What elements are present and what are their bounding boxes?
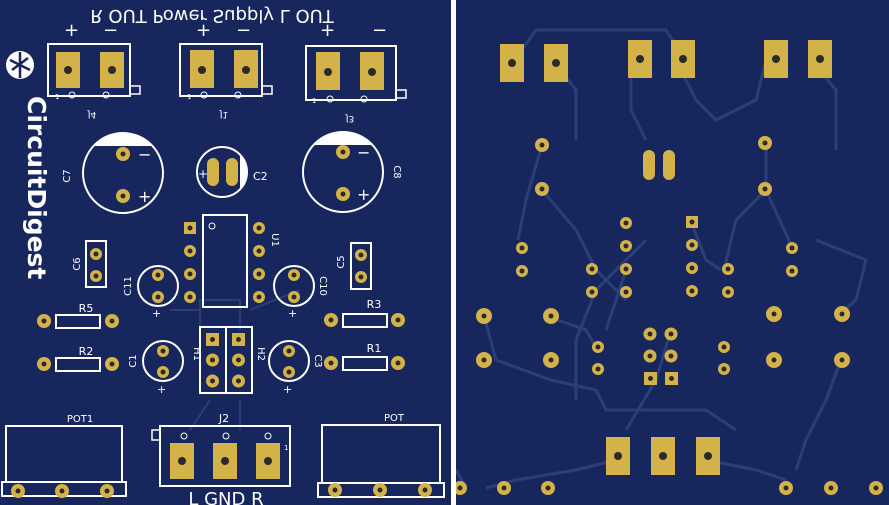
j2-bottom-label: L GND R	[188, 489, 263, 505]
connector-j4[interactable]: + − 1 J4	[47, 20, 141, 119]
header-h1-h2[interactable]: H1 H2	[191, 326, 266, 394]
bottom-small-pads	[516, 242, 798, 375]
bottom-capacitor-pads	[535, 136, 772, 196]
c8-minus-label: −	[357, 143, 370, 162]
c3-ref-label: C3	[312, 354, 323, 367]
r2-ref-label: R2	[79, 345, 94, 358]
pcb-top-layer-panel[interactable]: R OUT Power Supply L OUT CircuitDigest +…	[0, 0, 451, 505]
circuit-digest-logo-icon	[6, 51, 34, 79]
c1-ref-label: C1	[128, 354, 139, 367]
c7-minus-label: −	[138, 145, 151, 164]
pot1-ref-label: POT1	[67, 414, 93, 425]
resistor-r1[interactable]: R1	[324, 342, 405, 371]
u1-ref-label: U1	[269, 233, 280, 247]
resistor-r2[interactable]: R2	[37, 345, 119, 372]
r5-ref-label: R5	[79, 302, 94, 315]
c6-ref-label: C6	[72, 257, 83, 270]
board-title: R OUT Power Supply L OUT	[90, 5, 335, 26]
c7-ref-label: C7	[62, 169, 73, 182]
connector-j3[interactable]: + − 1 J3	[305, 20, 407, 123]
c3-plus-label: +	[283, 383, 292, 396]
j3-ref-label: J3	[345, 113, 354, 123]
j1-minus-label: −	[236, 20, 251, 41]
j3-plus-label: +	[320, 20, 335, 41]
board-title-text: R OUT Power Supply L OUT	[90, 5, 335, 26]
c5-ref-label: C5	[336, 255, 347, 268]
bottom-resistor-pads	[476, 306, 850, 368]
logo: CircuitDigest	[22, 96, 51, 279]
logo-text: CircuitDigest	[22, 96, 51, 279]
bottom-pot-pads	[456, 481, 883, 495]
capacitor-c7[interactable]: − + C7	[62, 132, 164, 214]
bottom-connector-pads	[500, 40, 832, 82]
capacitor-c11[interactable]: + C11	[123, 265, 179, 320]
capacitor-c3[interactable]: + C3	[268, 340, 323, 396]
resistor-r3[interactable]: R3	[324, 298, 405, 328]
capacitor-c5[interactable]: C5	[336, 242, 372, 290]
bottom-ic-pads	[620, 216, 698, 298]
c10-ref-label: C10	[317, 276, 328, 296]
c8-plus-label: +	[357, 185, 370, 204]
pot-ref-label: POT	[384, 413, 405, 424]
ic-u1[interactable]: U1	[184, 214, 280, 308]
capacitor-c6[interactable]: C6	[72, 240, 107, 288]
connector-j1[interactable]: + − 1 J1	[179, 20, 273, 119]
j2-ref-label: J2	[218, 412, 229, 425]
capacitor-c10[interactable]: + C10	[273, 265, 328, 320]
bottom-traces	[456, 28, 868, 490]
j1-plus-label: +	[196, 20, 211, 41]
j1-pin-label: 1	[187, 93, 191, 101]
h1-ref-label: H1	[191, 347, 202, 361]
r1-ref-label: R1	[367, 342, 382, 355]
capacitor-c2[interactable]: + C2	[196, 146, 268, 198]
bottom-header-pads	[643, 327, 678, 385]
c7-plus-label: +	[138, 187, 151, 206]
j4-pin-label: 1	[55, 93, 59, 101]
top-layer-canvas: R OUT Power Supply L OUT CircuitDigest +…	[1, 5, 445, 505]
j4-minus-label: −	[103, 20, 118, 41]
bottom-layer-canvas	[456, 28, 883, 495]
c11-plus-label: +	[152, 307, 161, 320]
view-divider	[451, 0, 456, 505]
c10-plus-label: +	[288, 307, 297, 320]
c2-ref-label: C2	[253, 170, 268, 183]
resistor-r5[interactable]: R5	[37, 302, 119, 329]
capacitor-c1[interactable]: + C1	[128, 340, 184, 396]
connector-j2[interactable]: J2 1 L GND R	[151, 412, 291, 505]
j4-plus-label: +	[64, 20, 79, 41]
j3-pin-label: 1	[312, 97, 316, 105]
top-traces	[170, 289, 301, 431]
j3-minus-label: −	[372, 20, 387, 41]
capacitor-c8[interactable]: − + C8	[302, 131, 402, 213]
bottom-j2-pads	[606, 437, 720, 475]
potentiometer-pot1[interactable]: POT1	[1, 414, 127, 498]
r3-ref-label: R3	[367, 298, 382, 311]
j1-ref-label: J1	[219, 109, 228, 119]
h2-ref-label: H2	[255, 347, 266, 361]
c8-ref-label: C8	[391, 165, 402, 178]
potentiometer-pot[interactable]: POT	[317, 413, 445, 498]
pcb-bottom-layer-panel[interactable]	[456, 0, 889, 505]
c1-plus-label: +	[157, 383, 166, 396]
j4-ref-label: J4	[87, 109, 97, 119]
j2-pin-label: 1	[284, 444, 288, 452]
c11-ref-label: C11	[123, 276, 134, 296]
c2-plus-label: +	[198, 167, 208, 181]
